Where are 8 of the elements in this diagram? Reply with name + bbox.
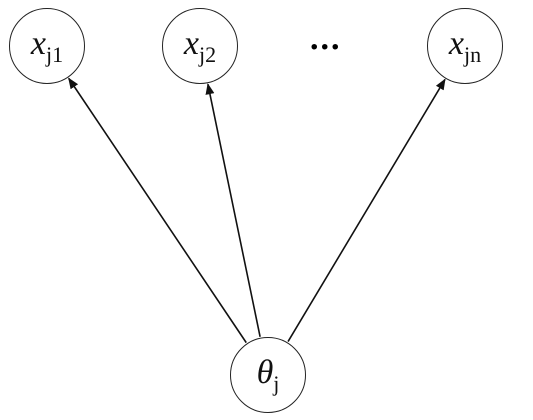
arrow	[206, 83, 261, 337]
variable-label: x$_{j1}$	[30, 24, 64, 68]
arrow	[287, 78, 446, 342]
variable-label: x$_{jn}$	[448, 24, 482, 68]
ellipsis: ...	[310, 20, 342, 58]
variable-label: x$_{j2}$	[184, 24, 216, 68]
variable-label: θ$_{j}$	[256, 354, 280, 396]
arrow	[68, 77, 247, 344]
